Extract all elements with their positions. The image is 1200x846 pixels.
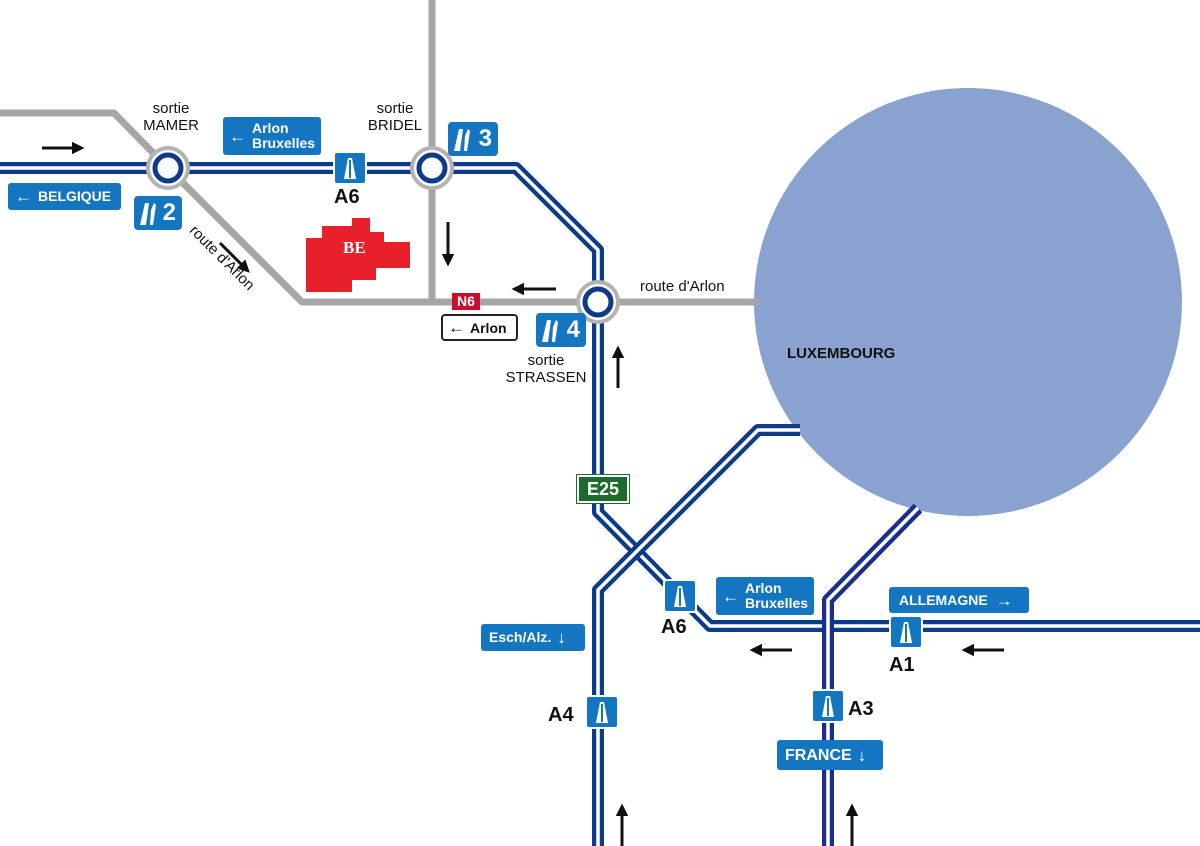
sign-allemagne: ALLEMAGNE → [889,587,1029,613]
sign-belgique: ← BELGIQUE [8,183,121,210]
motorway-icon [811,689,845,723]
exit-ramp-icon [140,203,156,225]
sign-arlon-bruxelles: ← Arlon Bruxelles [716,577,814,615]
road-belgium-mamer [0,109,171,171]
exit-number-badge-4: 4 [536,313,586,347]
exit-caption-line2: MAMER [143,117,199,134]
motorway-label-a3: A3 [848,698,874,720]
motorway-label-a4: A4 [548,704,574,726]
sign-arlon-bruxelles: ← Arlon Bruxelles [223,117,321,155]
sign-text: Arlon [470,319,507,336]
motorway-label-a1: A1 [889,654,915,676]
arrow-right-icon: → [995,590,1013,610]
motorway-label-a6: A6 [334,186,360,208]
motorway-a3 [822,503,923,846]
road-route-arlon-diagonal [165,165,598,306]
sign-text-line2: Bruxelles [252,135,316,151]
arrow-south-east-icon [218,241,250,273]
sign-text-line1: Arlon [745,580,782,596]
sign-text-line1: Arlon [252,120,289,136]
sign-esch: Esch/Alz. ↓ [481,624,585,651]
sign-text: Arlon Bruxelles [745,581,808,611]
sign-france: FRANCE ↓ [777,740,883,770]
arrow-left-icon: ← [448,317,465,337]
city-area [754,88,1182,516]
arrow-left-icon: ← [722,586,739,606]
motorway-icon [663,579,697,613]
route-label-east: route d'Arlon [640,278,725,295]
motorway-icon [585,695,619,729]
motorway-label-a6: A6 [661,616,687,638]
exit-number: 2 [162,199,176,226]
sign-text: Arlon Bruxelles [252,121,315,151]
motorway-icon [333,151,367,185]
sign-text: ALLEMAGNE [899,591,988,608]
city-label: LUXEMBOURG [787,345,896,362]
exit-caption-strassen: sortie STRASSEN [498,352,594,386]
sign-arlon: ← Arlon [441,314,518,341]
exit-caption-line2: BRIDEL [367,117,423,134]
euro-route-shield: E25 [576,474,630,504]
exit-caption-line1: sortie [376,100,414,117]
motorway-markers [333,151,923,729]
arrow-left-icon: ← [15,187,32,206]
traffic-arrows [42,141,1004,846]
exit-number-badge-2: 2 [134,196,182,230]
exit-caption-line2: STRASSEN [505,369,587,386]
exit-ramp-icon [454,129,470,151]
sign-text: BELGIQUE [38,188,112,204]
exit-caption-bridel: sortie BRIDEL [364,100,426,134]
sign-text-line2: Bruxelles [745,595,809,611]
exit-caption-mamer: sortie MAMER [140,100,202,134]
motorway-icon [889,615,923,649]
sign-text: FRANCE [785,746,852,764]
sign-text: Esch/Alz. [489,629,552,645]
roundabouts [146,146,620,324]
exit-number: 3 [478,125,492,152]
exit-ramp-icon [542,320,558,342]
exit-caption-line1: sortie [527,352,565,369]
arrow-down-icon: ↓ [557,628,566,647]
national-road-shield: N6 [452,293,480,310]
arrow-down-icon: ↓ [857,745,867,765]
building-label: BE [343,238,366,257]
exit-number: 4 [566,316,580,343]
exit-number-badge-3: 3 [448,122,498,156]
arrow-left-icon: ← [229,126,246,146]
building-logo [306,218,410,292]
exit-caption-line1: sortie [152,100,190,117]
